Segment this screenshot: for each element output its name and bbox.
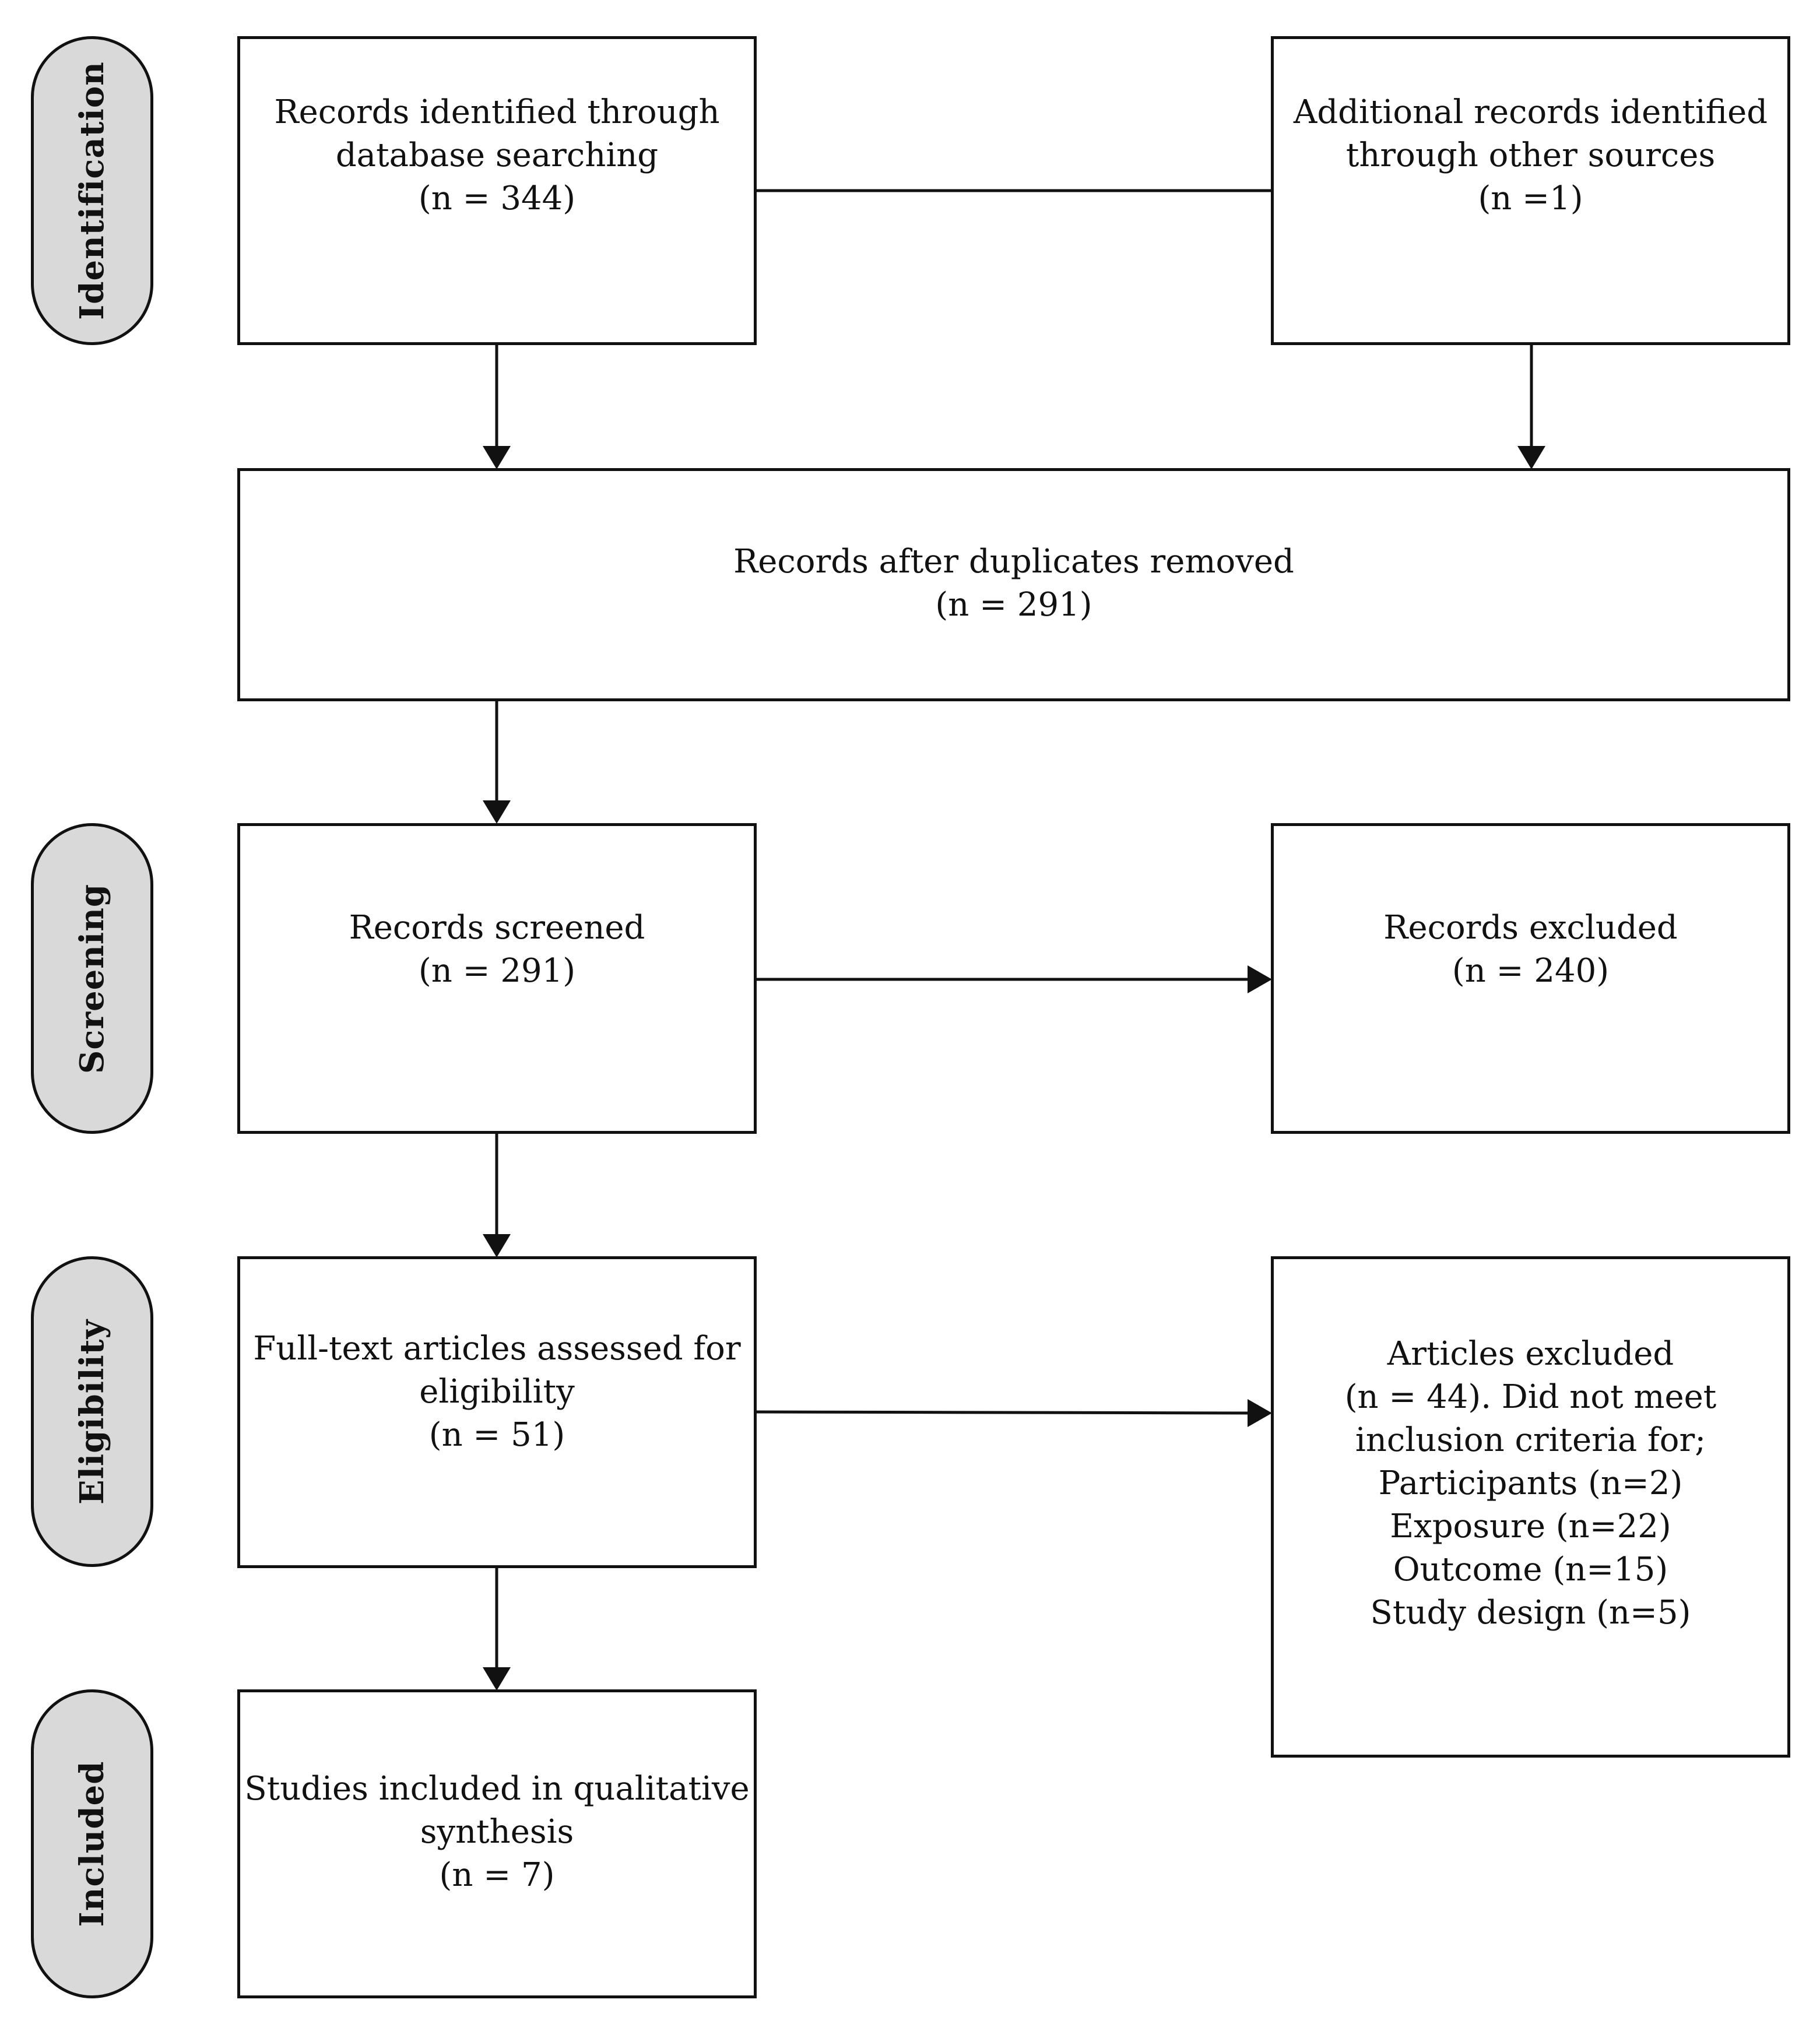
- phase-included-label: Included: [73, 1761, 111, 1927]
- box-records-excluded-line1: Records excluded: [1383, 908, 1678, 947]
- phase-identification-label: Identification: [73, 61, 111, 320]
- box-records-screened-line1: Records screened: [349, 908, 645, 947]
- box-articles-excluded-line1: Articles excluded: [1387, 1335, 1674, 1373]
- box-records-excluded: Records excluded (n = 240): [1271, 823, 1790, 1134]
- box-studies-included-line1: Studies included in qualitative: [244, 1770, 750, 1808]
- box-after-duplicates-line1: Records after duplicates removed: [733, 542, 1294, 581]
- box-articles-excluded-line2: (n = 44). Did not meet: [1344, 1378, 1717, 1416]
- arrowhead-duplicates-to-screened: [483, 800, 511, 824]
- box-articles-excluded: Articles excluded (n = 44). Did not meet…: [1271, 1256, 1790, 1758]
- box-full-text-assessed: Full-text articles assessed for eligibil…: [237, 1256, 757, 1568]
- box-records-screened-count: (n = 291): [418, 951, 576, 990]
- arrowhead-database-to-duplicates: [483, 446, 511, 469]
- box-other-sources-count: (n =1): [1478, 180, 1583, 217]
- box-other-sources-line2: through other sources: [1345, 136, 1716, 174]
- arrowhead-screened-to-fulltext: [483, 1234, 511, 1257]
- phase-eligibility: Eligibility: [31, 1256, 153, 1567]
- box-database-search-count: (n = 344): [418, 180, 576, 217]
- arrowhead-fulltext-to-articles-excluded: [1248, 1399, 1272, 1427]
- box-full-text-count: (n = 51): [428, 1415, 565, 1454]
- phase-screening: Screening: [31, 823, 153, 1134]
- arrowhead-screened-to-excluded: [1248, 965, 1272, 993]
- box-after-duplicates: Records after duplicates removed (n = 29…: [237, 468, 1790, 701]
- box-full-text-line2: eligibility: [419, 1372, 575, 1411]
- box-studies-included-count: (n = 7): [439, 1856, 555, 1894]
- box-full-text-line1: Full-text articles assessed for: [253, 1329, 741, 1368]
- box-studies-included: Studies included in qualitative synthesi…: [237, 1689, 757, 1998]
- box-other-sources: Additional records identified through ot…: [1271, 36, 1790, 345]
- box-articles-excluded-line4: Participants (n=2): [1378, 1464, 1683, 1502]
- box-database-search-line2: database searching: [335, 136, 659, 174]
- box-database-search: Records identified through database sear…: [237, 36, 757, 345]
- arrowhead-fulltext-to-included: [483, 1667, 511, 1691]
- connector-fulltext-to-articles-excluded: [755, 1410, 1251, 1415]
- phase-included: Included: [31, 1689, 153, 1998]
- box-studies-included-line2: synthesis: [420, 1813, 574, 1851]
- box-articles-excluded-line7: Study design (n=5): [1370, 1594, 1691, 1632]
- box-records-screened: Records screened (n = 291): [237, 823, 757, 1134]
- box-other-sources-line1: Additional records identified: [1293, 93, 1768, 131]
- box-database-search-line1: Records identified through: [274, 93, 720, 131]
- arrowhead-other-to-duplicates: [1517, 446, 1545, 469]
- phase-identification: Identification: [31, 36, 153, 345]
- phase-eligibility-label: Eligibility: [73, 1319, 111, 1505]
- box-articles-excluded-line5: Exposure (n=22): [1390, 1508, 1671, 1545]
- phase-screening-label: Screening: [73, 883, 111, 1074]
- box-articles-excluded-line3: inclusion criteria for;: [1355, 1421, 1706, 1459]
- box-records-excluded-count: (n = 240): [1452, 951, 1610, 990]
- box-articles-excluded-line6: Outcome (n=15): [1393, 1551, 1668, 1589]
- box-after-duplicates-count: (n = 291): [935, 585, 1092, 624]
